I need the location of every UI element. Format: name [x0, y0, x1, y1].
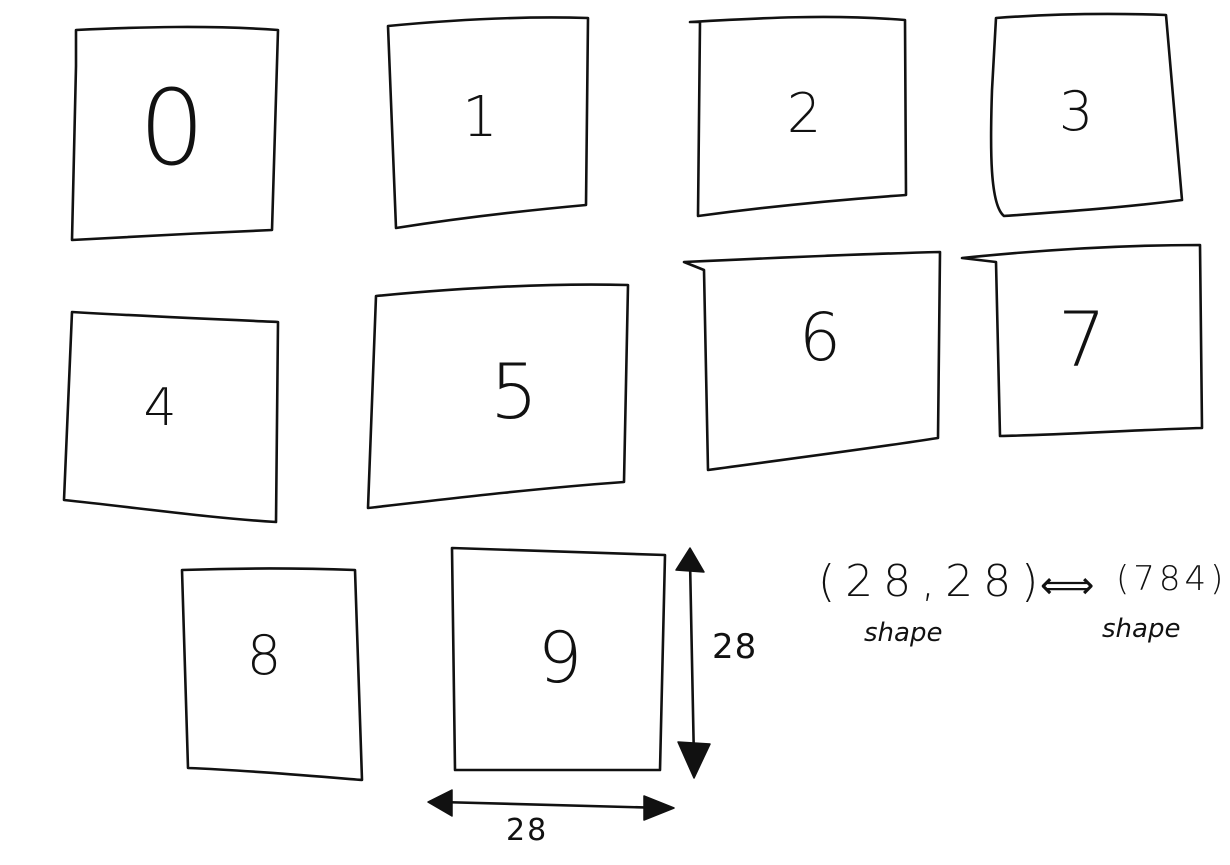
- box-9: [450, 546, 667, 772]
- box-5: [366, 283, 630, 510]
- digit-0: 0: [138, 67, 206, 189]
- right-shape-text: (784): [1116, 559, 1228, 599]
- height-arrow-bottom-head: [677, 741, 711, 779]
- height-arrow-line: [688, 558, 696, 764]
- box-8: [180, 567, 364, 782]
- digit-5: 5: [489, 347, 539, 436]
- width-dimension-label: 28: [506, 813, 549, 848]
- left-shape-caption: shape: [864, 618, 943, 648]
- box-7: [960, 243, 1204, 438]
- digit-3: 3: [1058, 80, 1094, 143]
- digit-4: 4: [143, 378, 177, 438]
- equivalence-arrow: ⟺: [1040, 563, 1095, 607]
- digit-9: 9: [537, 617, 583, 699]
- box-4: [62, 310, 280, 524]
- digit-6: 6: [799, 299, 841, 376]
- width-arrow-left-head: [427, 789, 453, 817]
- right-shape-caption: shape: [1102, 614, 1181, 644]
- digit-1: 1: [462, 85, 498, 150]
- digit-2: 2: [786, 82, 822, 145]
- box-2: [688, 15, 908, 218]
- digit-8: 8: [246, 624, 282, 687]
- box-6: [682, 250, 942, 472]
- digit-7: 7: [1057, 295, 1107, 384]
- height-dimension-label: 28: [712, 627, 758, 667]
- box-3: [989, 12, 1184, 218]
- left-shape-text: (28,28): [818, 556, 1049, 607]
- width-arrow-line: [438, 800, 666, 810]
- width-arrow-right-head: [643, 795, 675, 821]
- height-arrow-top-head: [675, 547, 705, 573]
- box-0: [70, 25, 280, 242]
- box-1: [386, 16, 590, 230]
